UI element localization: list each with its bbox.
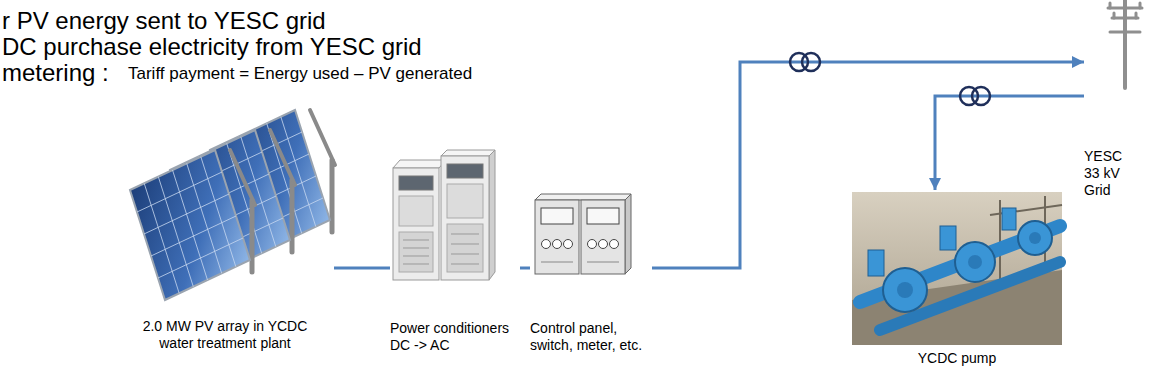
- utility-pole: [1113, 13, 1116, 18]
- power-conditioner-picture: [393, 160, 446, 168]
- pump-photo: [1002, 208, 1016, 230]
- node-label: YCDC pump: [850, 350, 1064, 367]
- control-panel-picture: [553, 240, 562, 249]
- pump-photo: [883, 268, 927, 312]
- power-conditioner-picture: [403, 256, 429, 257]
- utility-pole: [1108, 0, 1142, 88]
- pump-photo: [955, 242, 995, 282]
- control-panel-picture: [535, 194, 631, 274]
- power-conditioner-picture: [403, 264, 429, 265]
- power-conditioner-picture: [399, 176, 433, 190]
- note-text: DC purchase electricity from YESC grid: [2, 34, 422, 60]
- pump-photo: [852, 192, 1062, 345]
- control-panel-picture: [542, 240, 551, 249]
- panel-stand: [290, 180, 295, 252]
- transformer-symbol: [960, 87, 990, 105]
- control-panel-picture: [599, 240, 608, 249]
- pump-node: YCDC pump: [850, 190, 1064, 367]
- power-conditioner: Power conditioners DC -> AC: [390, 148, 520, 354]
- control-panel-picture: [535, 194, 631, 200]
- power-conditioner-picture: [451, 264, 479, 265]
- node-label: Power conditioners DC -> AC: [390, 320, 520, 354]
- panel-stand: [250, 200, 255, 272]
- power-conditioner-picture: [393, 150, 495, 280]
- pump-photo: [897, 282, 913, 298]
- control-panel-picture: [610, 240, 619, 249]
- power-line: [935, 96, 1084, 190]
- power-conditioner-picture: [451, 254, 479, 255]
- pump-photo: [868, 250, 884, 276]
- control-panel-picture: [587, 262, 619, 263]
- utility-pole: [1139, 3, 1142, 8]
- control-panel-picture: [541, 208, 573, 224]
- utility-pole: [1110, 31, 1140, 34]
- panel-stand: [230, 150, 255, 205]
- node-label: Control panel, switch, meter, etc.: [530, 320, 652, 354]
- utility-pole: [1108, 7, 1142, 10]
- control-panel-picture: [564, 240, 573, 249]
- transformer-symbol: [972, 87, 990, 105]
- control-panel-picture: [587, 208, 619, 224]
- utility-pole: [1123, 0, 1127, 88]
- power-conditioner-picture: [403, 248, 429, 249]
- pump-photo: [999, 200, 1001, 280]
- power-conditioner-picture: [451, 234, 479, 235]
- power-line: [652, 62, 1084, 268]
- control-panel-picture: [581, 200, 625, 274]
- panel-stand: [330, 160, 335, 232]
- power-conditioner-picture: [447, 164, 483, 178]
- power-conditioner-picture: [399, 196, 433, 226]
- pump-photo: [1029, 232, 1041, 244]
- control-panel: Control panel, switch, meter, etc.: [530, 186, 652, 354]
- node-label: YESC 33 kV Grid: [1084, 148, 1136, 198]
- control-panel-picture: [588, 240, 597, 249]
- power-conditioner-picture: [447, 184, 483, 218]
- panel-stand: [310, 110, 335, 165]
- panel-stand: [270, 130, 295, 185]
- formula-text: Tariff payment = Energy used – PV genera…: [128, 65, 472, 84]
- transformer-symbol: [790, 53, 820, 71]
- control-panel-picture: [541, 262, 573, 263]
- power-conditioner-picture: [451, 244, 479, 245]
- power-conditioner-picture: [393, 168, 439, 280]
- power-conditioner-picture: [403, 240, 429, 241]
- pump-photo: [968, 255, 982, 269]
- power-conditioner-picture: [489, 150, 495, 280]
- utility-pole: [1135, 13, 1138, 18]
- pv-array-picture: [130, 110, 335, 300]
- power-conditioner-picture: [441, 156, 489, 280]
- pump-photo: [1018, 221, 1052, 255]
- pv-array: 2.0 MW PV array in YCDC water treatment …: [116, 130, 334, 352]
- note-text: metering :: [2, 60, 109, 86]
- grid-node: YESC 33 kV Grid: [1084, 0, 1146, 198]
- control-panel-picture: [625, 194, 631, 274]
- pump-photo: [990, 205, 1062, 215]
- pump-photo: [852, 192, 1062, 345]
- power-conditioner-picture: [399, 232, 433, 272]
- power-conditioner-picture: [441, 150, 495, 156]
- solar-panel: [130, 150, 250, 300]
- node-label: 2.0 MW PV array in YCDC water treatment …: [133, 318, 318, 352]
- transformer-symbol: [802, 53, 820, 71]
- control-panel-picture: [535, 200, 579, 274]
- utility-pole: [1112, 17, 1138, 20]
- utility-pole: [1109, 3, 1112, 8]
- note-text: r PV energy sent to YESC grid: [2, 8, 326, 34]
- power-conditioner-picture: [447, 224, 483, 272]
- power-line: [520, 267, 530, 270]
- pump-photo: [940, 226, 956, 250]
- power-line: [334, 267, 390, 270]
